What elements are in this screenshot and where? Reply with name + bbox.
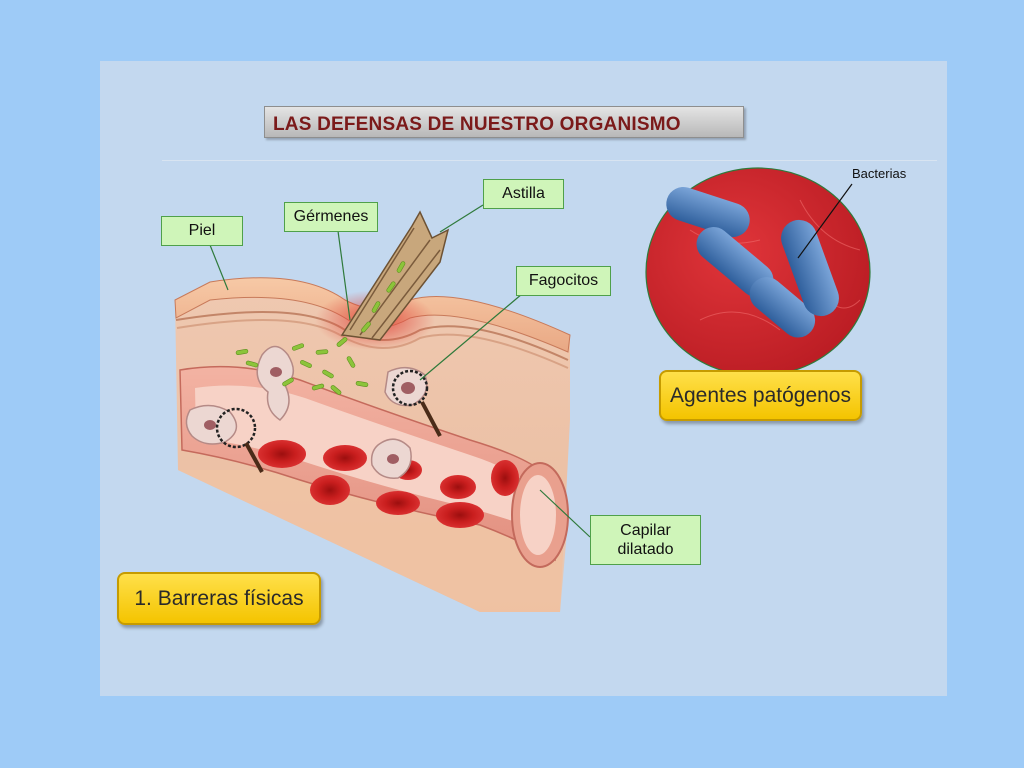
label-bacterias: Bacterias — [852, 166, 907, 181]
divider — [162, 160, 937, 161]
label-fagocitos: Fagocitos — [516, 266, 611, 296]
label-capilar-dilatado: Capilar dilatado — [590, 515, 701, 565]
barreras-fisicas-button[interactable]: 1. Barreras físicas — [117, 572, 321, 625]
label-germenes: Gérmenes — [284, 202, 378, 232]
title-banner: LAS DEFENSAS DE NUESTRO ORGANISMO — [264, 106, 744, 138]
label-astilla: Astilla — [483, 179, 564, 209]
label-piel: Piel — [161, 216, 243, 246]
page-title: LAS DEFENSAS DE NUESTRO ORGANISMO — [273, 114, 681, 135]
bacteria-circle — [645, 167, 871, 377]
agentes-patogenos-button[interactable]: Agentes patógenos — [659, 370, 862, 421]
